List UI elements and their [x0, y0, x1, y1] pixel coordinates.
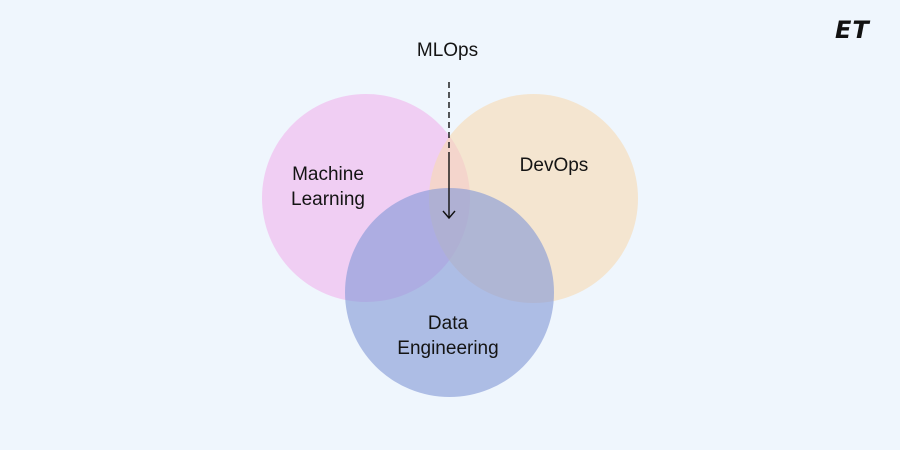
devops-label: DevOps [519, 155, 589, 176]
et-logo: ET [835, 16, 870, 44]
data-engineering-circle [345, 188, 554, 397]
mlops-label: MLOps [416, 40, 479, 61]
data-engineering-line2: Engineering [397, 338, 499, 359]
data-engineering-line1: Data [427, 313, 469, 334]
machine-learning-line2: Learning [291, 189, 365, 210]
data-engineering-label: Data Engineering [383, 311, 513, 361]
machine-learning-line1: Machine [292, 164, 364, 185]
machine-learning-label: Machine Learning [278, 162, 378, 212]
